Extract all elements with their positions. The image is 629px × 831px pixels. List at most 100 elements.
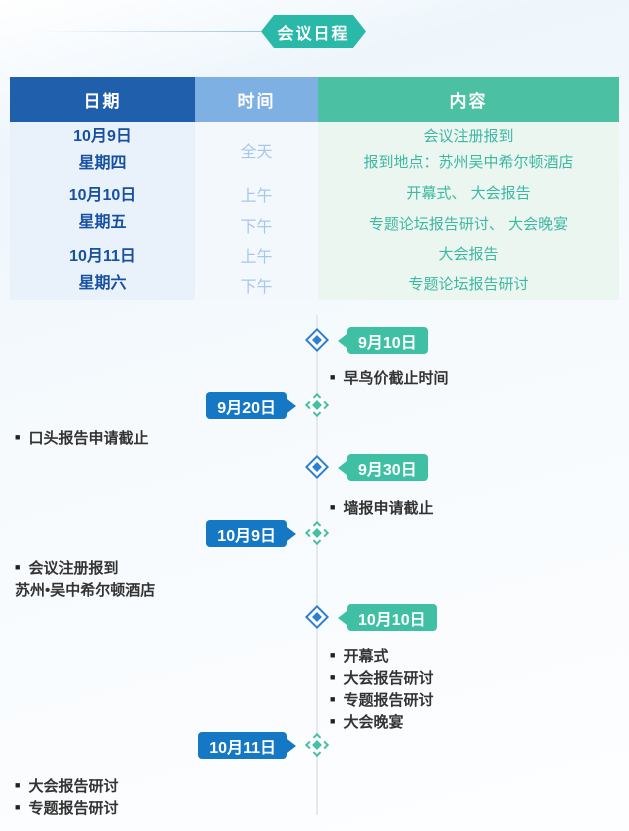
- timeline-date-badge: 9月20日: [206, 392, 296, 419]
- timeline-notes: ■ 会议注册报到 苏州•吴中希尔顿酒店: [15, 556, 155, 600]
- square-bullet-icon: ■: [15, 562, 21, 572]
- note-text: 口头报告申请截止: [28, 429, 149, 447]
- timeline-note: ■ 墙报申请截止: [330, 496, 433, 518]
- time-cell: 全天: [195, 122, 318, 178]
- timeline-notes: ■ 开幕式 ■ 大会报告研讨 ■ 专题报告研讨 ■ 大会晚宴: [330, 644, 433, 732]
- table-row: 10月9日 星期四 全天 会议注册报到 报到地点：苏州吴中希尔顿酒店: [10, 122, 619, 178]
- timeline-note: ■ 大会晚宴: [330, 710, 433, 732]
- timeline-date: 9月30日: [347, 454, 428, 481]
- content-cell: 大会报告 专题论坛报告研讨: [318, 240, 619, 300]
- square-bullet-icon: ■: [330, 672, 336, 682]
- table-header-content: 内容: [318, 77, 619, 122]
- timeline-date-badge: 9月10日: [338, 327, 428, 354]
- date-text: 10月9日: [73, 128, 132, 145]
- timeline-note: ■ 口头报告申请截止: [15, 426, 148, 448]
- table-header-time: 时间: [195, 77, 318, 122]
- table-header-row: 日期 时间 内容: [10, 77, 619, 122]
- blue-diamond-marker-icon: [304, 604, 330, 630]
- note-text: 大会晚宴: [343, 713, 404, 731]
- weekday-text: 星期六: [78, 275, 127, 292]
- square-bullet-icon: ■: [330, 372, 336, 382]
- timeline-note: 苏州•吴中希尔顿酒店: [15, 578, 155, 600]
- timeline-notes: ■ 口头报告申请截止: [15, 426, 148, 448]
- note-text: 墙报申请截止: [343, 499, 434, 517]
- content-cell: 会议注册报到 报到地点：苏州吴中希尔顿酒店: [318, 122, 619, 178]
- timeline-date-badge: 10月9日: [206, 520, 296, 547]
- timeline-notes: ■ 墙报申请截止: [330, 496, 433, 518]
- timeline-date-badge: 9月30日: [338, 454, 428, 481]
- content-text: 专题论坛报告研讨: [408, 276, 529, 293]
- square-bullet-icon: ■: [15, 802, 21, 812]
- time-text: 上午: [240, 249, 273, 266]
- date-cell: 10月11日 星期六: [10, 240, 195, 300]
- timeline-note: ■ 会议注册报到: [15, 556, 155, 578]
- section-title: 会议日程: [277, 25, 350, 43]
- diamond-dot: [312, 528, 322, 538]
- table-row: 10月10日 星期五 上午 下午 开幕式、 大会报告 专题论坛报告研讨、 大会晚…: [10, 178, 619, 240]
- date-text: 10月10日: [68, 187, 137, 204]
- note-text: 大会报告研讨: [28, 777, 119, 795]
- time-text: 下午: [240, 279, 273, 296]
- timeline-date: 10月10日: [347, 604, 437, 631]
- timeline-axis-line: [316, 315, 318, 815]
- schedule-table: 日期 时间 内容 10月9日 星期四 全天 会议注册报到 报到地点：苏州吴中希尔…: [10, 77, 619, 300]
- square-bullet-icon: ■: [15, 432, 21, 442]
- timeline-date-badge: 10月10日: [338, 604, 437, 631]
- timeline-note: ■ 早鸟价截止时间: [330, 366, 448, 388]
- content-text: 会议注册报到: [423, 128, 514, 145]
- square-bullet-icon: ■: [15, 780, 21, 790]
- timeline-notes: ■ 大会报告研讨 ■ 专题报告研讨: [15, 774, 118, 818]
- time-text: 全天: [240, 144, 273, 161]
- note-text: 会议注册报到: [28, 559, 119, 577]
- table-header-date: 日期: [10, 77, 195, 122]
- square-bullet-icon: ■: [330, 716, 336, 726]
- square-bullet-icon: ■: [330, 650, 336, 660]
- note-text: 苏州•吴中希尔顿酒店: [15, 581, 156, 599]
- date-text: 10月11日: [69, 248, 136, 265]
- content-text: 大会报告: [438, 246, 499, 263]
- weekday-text: 星期五: [78, 214, 127, 231]
- blue-diamond-marker-icon: [304, 454, 330, 480]
- note-text: 开幕式: [343, 647, 389, 665]
- timeline-date: 10月9日: [206, 520, 287, 547]
- diamond-dot: [312, 612, 322, 622]
- timeline-note: ■ 专题报告研讨: [15, 796, 118, 818]
- time-text: 下午: [240, 218, 273, 236]
- badge-arrow-right-icon: [283, 523, 296, 544]
- section-title-badge: 会议日程: [261, 15, 366, 48]
- badge-arrow-right-icon: [283, 735, 296, 756]
- timeline-date: 10月11日: [198, 732, 287, 759]
- weekday-text: 星期四: [78, 155, 127, 172]
- timeline-note: ■ 大会报告研讨: [15, 774, 118, 796]
- note-text: 早鸟价截止时间: [343, 369, 449, 387]
- diamond-dot: [312, 400, 322, 410]
- date-cell: 10月9日 星期四: [10, 122, 195, 178]
- time-cell: 上午 下午: [195, 240, 318, 300]
- note-text: 专题报告研讨: [343, 691, 434, 709]
- timeline-note: ■ 大会报告研讨: [330, 666, 433, 688]
- timeline-date-badge: 10月11日: [198, 732, 296, 759]
- timeline-note: ■ 开幕式: [330, 644, 433, 666]
- timeline-date: 9月10日: [347, 327, 428, 354]
- diamond-dot: [312, 335, 322, 345]
- content-cell: 开幕式、 大会报告 专题论坛报告研讨、 大会晚宴: [318, 178, 619, 240]
- badge-arrow-right-icon: [283, 395, 296, 416]
- date-cell: 10月10日 星期五: [10, 178, 195, 240]
- content-text: 开幕式、 大会报告: [406, 184, 531, 202]
- square-bullet-icon: ■: [330, 694, 336, 704]
- square-bullet-icon: ■: [330, 502, 336, 512]
- timeline-date: 9月20日: [206, 392, 287, 419]
- time-text: 上午: [240, 187, 273, 205]
- table-row: 10月11日 星期六 上午 下午 大会报告 专题论坛报告研讨: [10, 240, 619, 300]
- teal-diamond-marker-icon: [304, 520, 330, 546]
- diamond-dot: [312, 462, 322, 472]
- note-text: 专题报告研讨: [28, 799, 119, 817]
- blue-diamond-marker-icon: [304, 327, 330, 353]
- diamond-dot: [312, 740, 322, 750]
- content-slot: 会议注册报到 报到地点：苏州吴中希尔顿酒店: [363, 124, 573, 176]
- note-text: 大会报告研讨: [343, 669, 434, 687]
- teal-diamond-marker-icon: [304, 732, 330, 758]
- time-cell: 上午 下午: [195, 178, 318, 240]
- timeline-note: ■ 专题报告研讨: [330, 688, 433, 710]
- content-text: 专题论坛报告研讨、 大会晚宴: [368, 215, 569, 233]
